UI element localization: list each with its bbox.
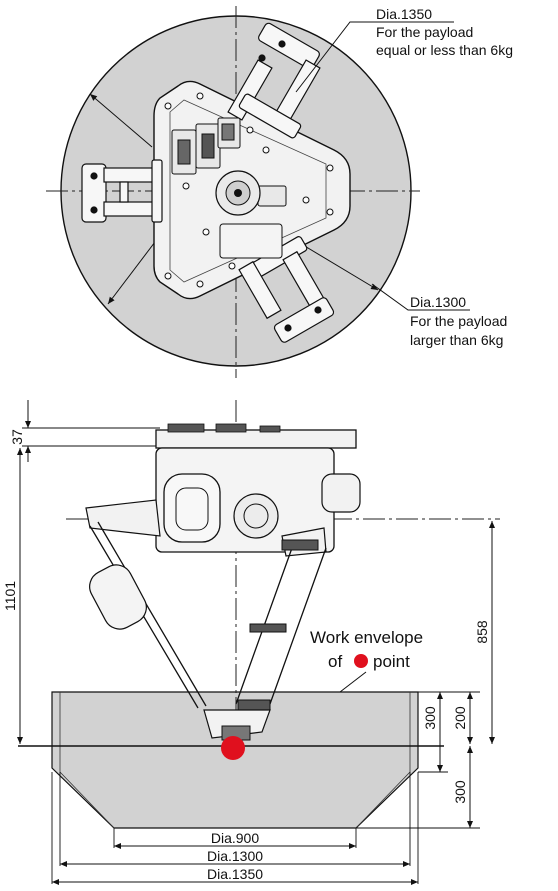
base-bolts	[164, 92, 334, 288]
work-point-red	[221, 736, 245, 760]
top-view: Dia.1350 For the payload equal or less t…	[46, 6, 513, 378]
leader-work-envelope	[339, 671, 367, 693]
forearm-left-a	[89, 525, 199, 709]
callout-1300-line2: larger than 6kg	[410, 332, 503, 348]
callout-1350-line1: For the payload	[376, 24, 473, 40]
left-pod	[89, 564, 147, 630]
forearm-left-b	[97, 521, 207, 707]
dim-1101-label: 1101	[2, 581, 18, 611]
base-details	[171, 117, 287, 259]
robot-base-top	[155, 429, 357, 449]
motor-left-window	[163, 473, 221, 543]
dim-300-inner-label: 300	[422, 706, 438, 730]
right-rod-spring-top	[281, 539, 319, 551]
dim-dia1300-label: Dia.1300	[207, 848, 263, 864]
work-envelope-point: point	[373, 652, 410, 671]
callout-1300-line1: For the payload	[410, 313, 507, 329]
arm-left	[81, 159, 163, 223]
work-envelope-line1: Work envelope	[310, 628, 423, 647]
envelope-chamfer-left	[59, 771, 115, 829]
motor-right	[321, 473, 361, 513]
upper-arm-left	[85, 499, 161, 537]
callout-1300-title: Dia.1300	[410, 294, 466, 310]
dim-858-label: 858	[474, 620, 490, 644]
dim-dia900-label: Dia.900	[211, 830, 259, 846]
dim-dia1350-label: Dia.1350	[207, 866, 263, 882]
dia-arrow-lower-left	[107, 237, 159, 305]
leader-dia1300	[371, 283, 470, 311]
base-plate-inner	[169, 99, 327, 283]
dia-arrow-upper-left	[89, 93, 153, 148]
dim-37-label: 37	[9, 429, 25, 445]
callout-1350-line2: equal or less than 6kg	[376, 42, 513, 58]
dia-arrow-lower-right	[297, 241, 379, 291]
side-view: 37 1101 858 200 300 300 Work envelope of…	[2, 400, 500, 885]
legend-red-dot	[354, 654, 368, 668]
work-envelope-of: of	[328, 652, 342, 671]
callout-1350-title: Dia.1350	[376, 6, 432, 22]
dim-200-label: 200	[452, 706, 468, 730]
right-rod-spring-mid	[249, 623, 287, 633]
motor-center	[233, 493, 279, 539]
end-effector	[203, 709, 271, 739]
forearm-right-b	[269, 547, 327, 705]
envelope-chamfer-right	[355, 771, 411, 829]
dim-300-lower-label: 300	[452, 780, 468, 804]
right-rod-spring-bottom	[237, 699, 271, 711]
base-top-details	[167, 423, 281, 433]
leader-dia1350	[295, 21, 454, 93]
